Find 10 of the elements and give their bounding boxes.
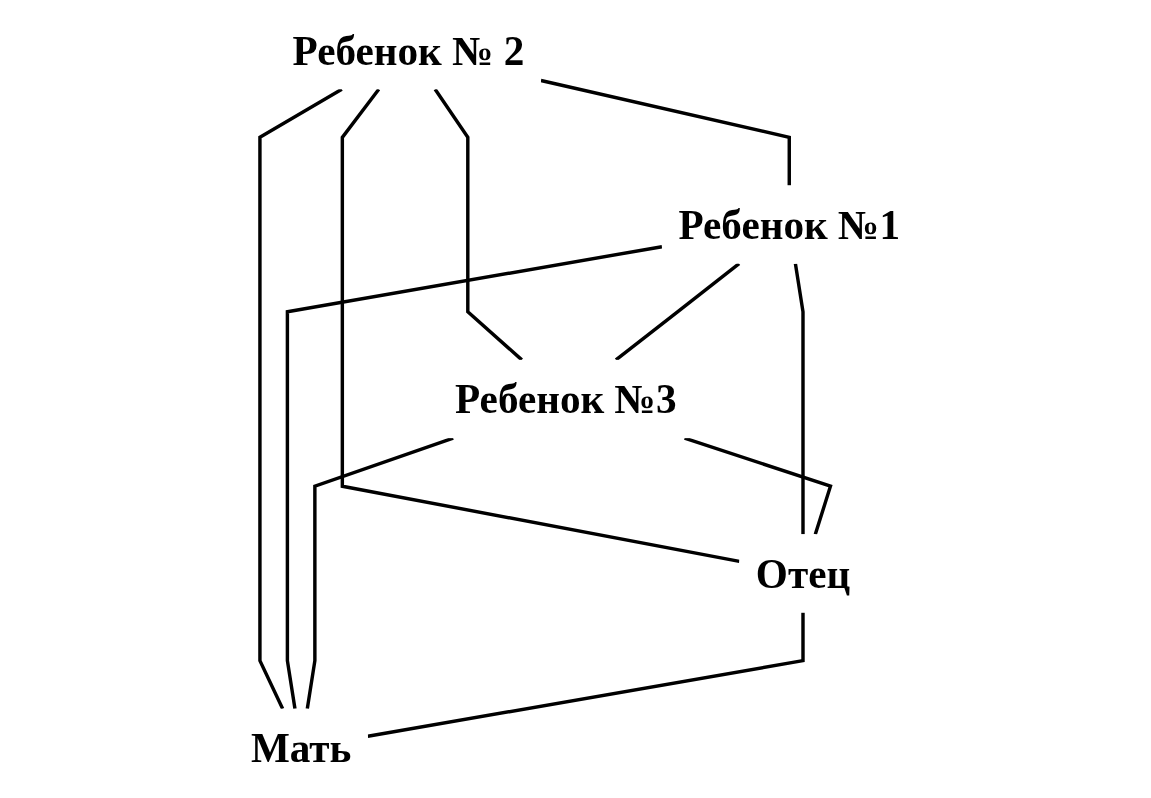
connecting-line [793, 263, 805, 535]
connecting-line [305, 436, 454, 709]
connecting-line [433, 88, 523, 362]
connecting-line [540, 78, 791, 186]
connecting-line [285, 245, 663, 709]
connecting-line [340, 88, 740, 564]
connecting-line [684, 436, 833, 535]
connecting-line [614, 262, 741, 362]
connecting-line [258, 87, 343, 710]
connecting-line [367, 612, 805, 738]
